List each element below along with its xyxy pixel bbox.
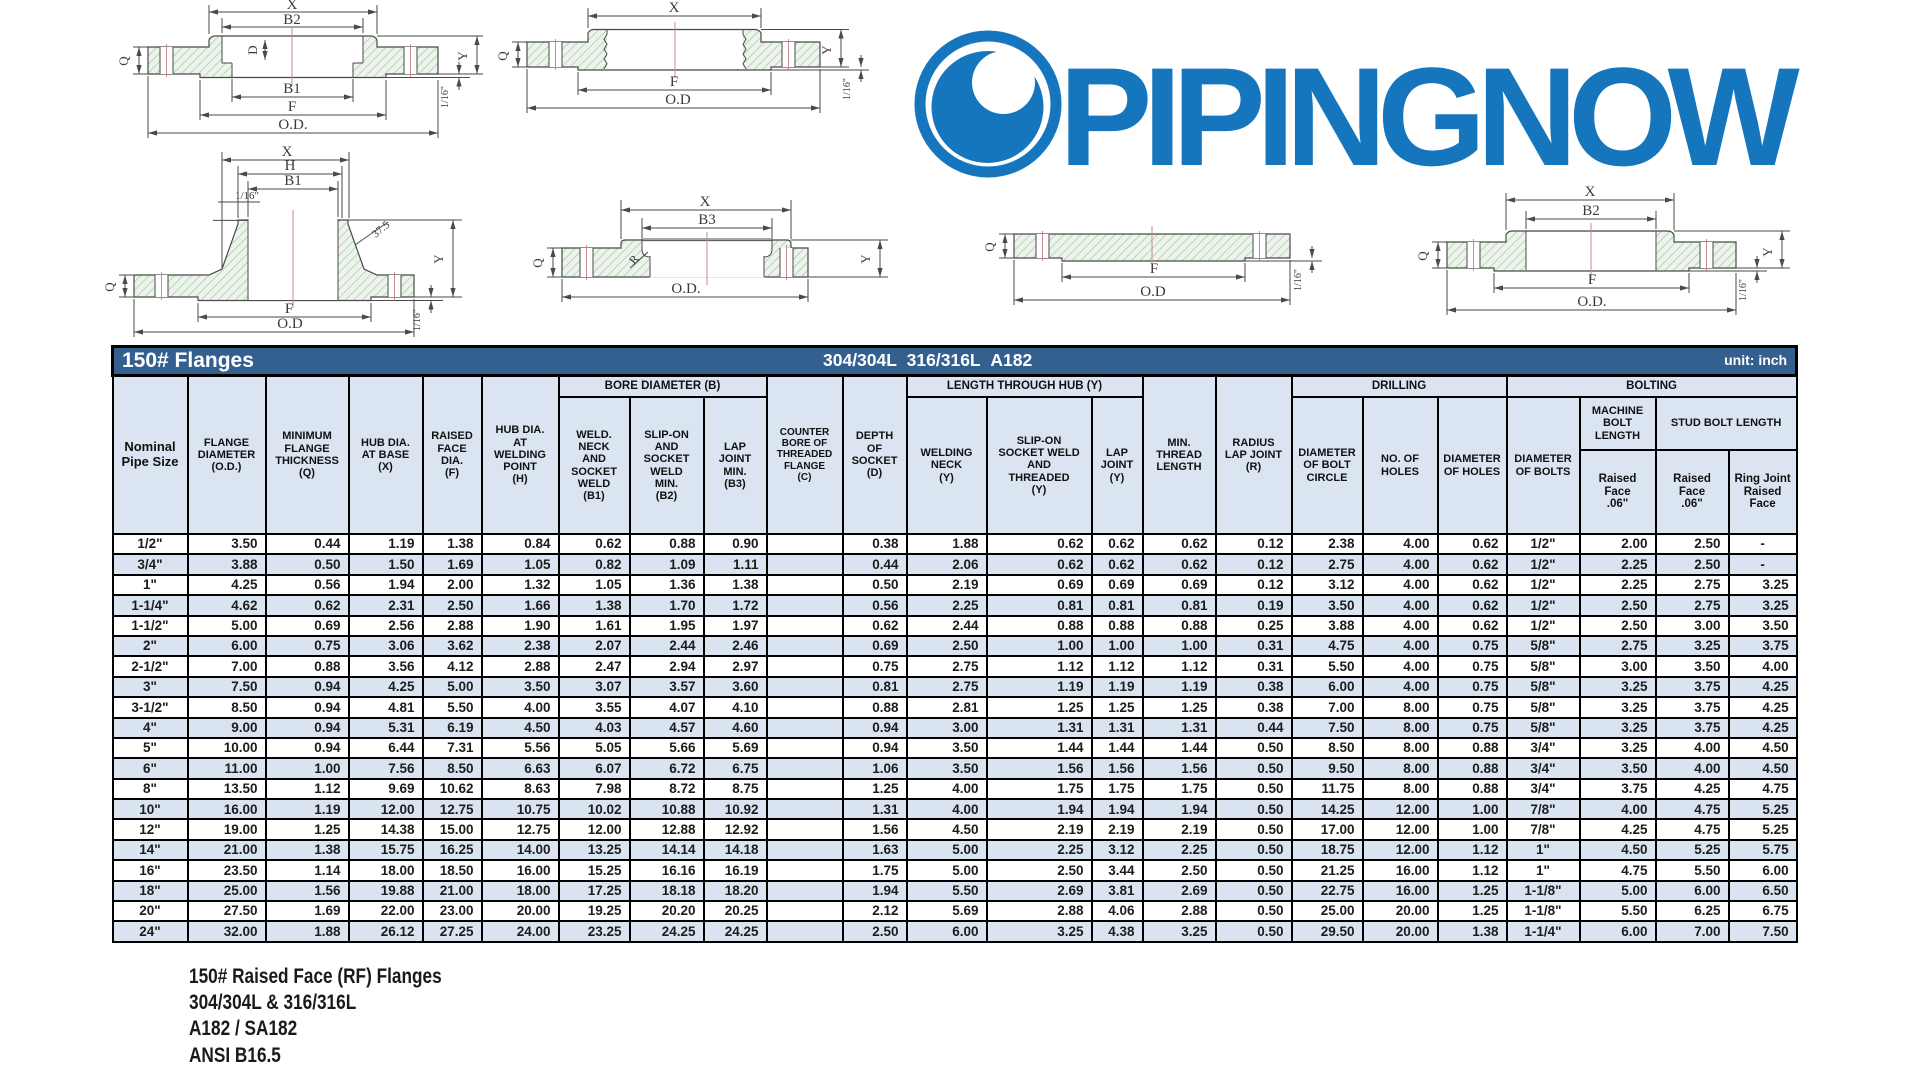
svg-text:Q: Q bbox=[102, 282, 117, 292]
svg-text:X: X bbox=[1585, 184, 1596, 200]
svg-text:O.D.: O.D. bbox=[671, 281, 700, 297]
svg-text:Q: Q bbox=[116, 56, 131, 66]
svg-text:X: X bbox=[700, 194, 711, 210]
svg-text:D: D bbox=[245, 45, 260, 54]
svg-text:B2: B2 bbox=[283, 12, 301, 28]
svg-text:O.D: O.D bbox=[277, 316, 303, 332]
svg-text:Y: Y bbox=[1760, 247, 1775, 257]
svg-text:Q: Q bbox=[495, 51, 510, 61]
svg-text:O.D.: O.D. bbox=[1577, 294, 1606, 310]
svg-text:B1: B1 bbox=[283, 81, 301, 97]
svg-text:O.D.: O.D. bbox=[278, 117, 307, 133]
svg-text:O.D: O.D bbox=[665, 92, 691, 108]
svg-text:Q: Q bbox=[1415, 251, 1430, 261]
svg-text:1/16": 1/16" bbox=[235, 190, 259, 202]
svg-text:O.D: O.D bbox=[1140, 284, 1166, 300]
svg-text:H: H bbox=[285, 158, 296, 174]
svg-text:1/16": 1/16" bbox=[842, 78, 853, 100]
svg-text:37.5: 37.5 bbox=[370, 219, 393, 241]
svg-text:1/16": 1/16" bbox=[1738, 279, 1749, 301]
svg-text:Y: Y bbox=[819, 45, 834, 55]
svg-text:F: F bbox=[285, 301, 293, 317]
svg-text:Q: Q bbox=[982, 242, 997, 252]
svg-text:Y: Y bbox=[455, 51, 470, 61]
svg-text:Y: Y bbox=[858, 254, 873, 264]
svg-text:Q: Q bbox=[530, 258, 545, 268]
svg-text:B3: B3 bbox=[698, 212, 716, 228]
svg-text:F: F bbox=[1588, 272, 1596, 288]
svg-text:F: F bbox=[288, 99, 296, 115]
svg-text:PIPINGNOW: PIPINGNOW bbox=[1059, 38, 1800, 195]
svg-text:Y: Y bbox=[431, 254, 446, 264]
svg-text:B2: B2 bbox=[1582, 203, 1600, 219]
svg-text:B1: B1 bbox=[284, 173, 302, 189]
svg-text:F: F bbox=[1150, 261, 1158, 277]
svg-text:1/16": 1/16" bbox=[1293, 269, 1304, 291]
svg-text:X: X bbox=[669, 0, 680, 16]
svg-text:X: X bbox=[282, 144, 293, 160]
svg-text:F: F bbox=[670, 74, 678, 90]
svg-text:X: X bbox=[287, 0, 298, 13]
svg-text:1/16": 1/16" bbox=[440, 86, 451, 108]
svg-text:1/16": 1/16" bbox=[412, 309, 423, 331]
